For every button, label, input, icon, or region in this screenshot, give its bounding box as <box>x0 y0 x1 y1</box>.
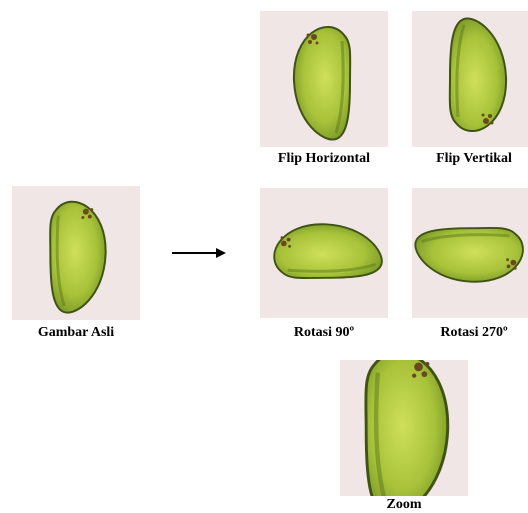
flip-vertical-caption: Flip Vertikal <box>420 151 528 167</box>
original-caption: Gambar Asli <box>12 325 140 341</box>
original-image <box>12 186 140 320</box>
flip-horizontal-caption: Flip Horizontal <box>260 151 388 167</box>
zoom-caption: Zoom <box>340 498 468 512</box>
zoom-image <box>340 360 468 496</box>
rotate-270-caption: Rotasi 270º <box>420 325 528 341</box>
flip-horizontal-image <box>260 11 388 147</box>
rotate-270-image <box>412 188 528 318</box>
flip-vertical-image <box>412 11 528 147</box>
rotate-90-caption: Rotasi 90º <box>260 325 388 341</box>
rotate-90-image <box>260 188 388 318</box>
arrow-right-icon <box>172 247 226 259</box>
